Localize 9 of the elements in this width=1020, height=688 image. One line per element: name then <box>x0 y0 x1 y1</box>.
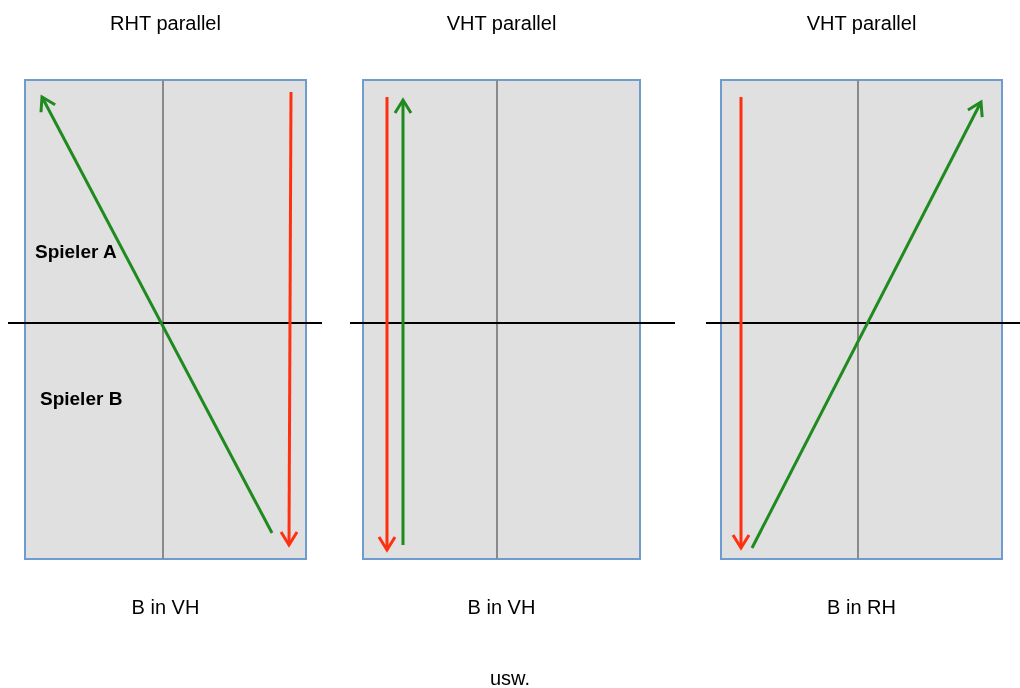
court-heading: RHT parallel <box>109 11 222 36</box>
court-caption: B in RH <box>826 595 897 620</box>
court-heading: VHT parallel <box>445 11 558 36</box>
court-heading: VHT parallel <box>805 11 918 36</box>
player-label: Spieler A <box>35 240 117 264</box>
court-caption: B in VH <box>466 595 537 620</box>
court-caption: B in VH <box>130 595 201 620</box>
note-text: usw. <box>489 666 531 688</box>
player-label: Spieler B <box>40 387 123 411</box>
